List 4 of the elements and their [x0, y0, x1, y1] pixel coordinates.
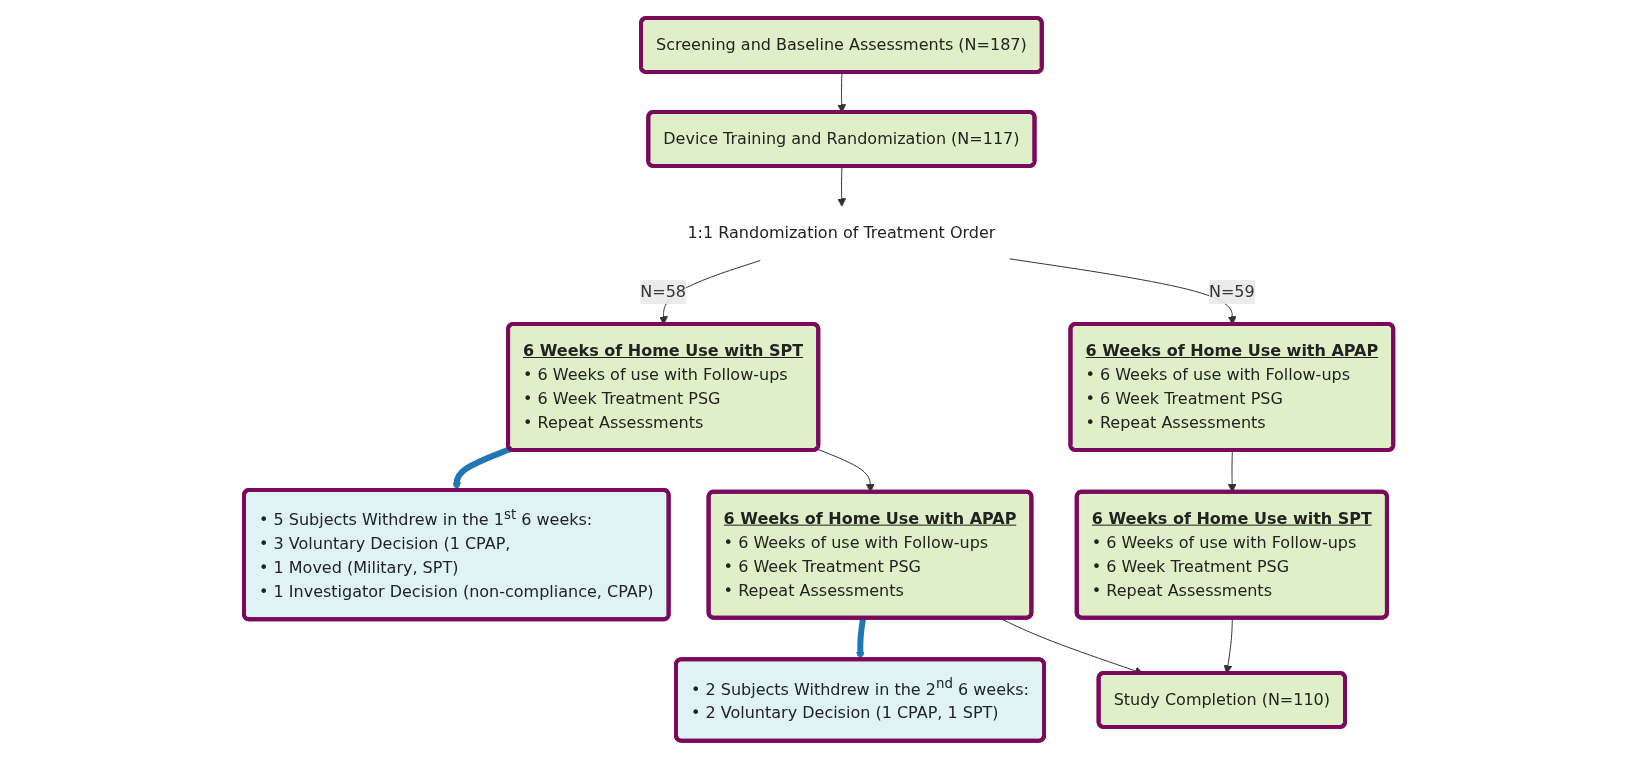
arrow — [837, 165, 847, 207]
node-text: 1:1 Randomization of Treatment Order — [687, 222, 996, 242]
edge-label: N=58 — [640, 281, 687, 301]
edge-label: N=59 — [1209, 281, 1256, 301]
